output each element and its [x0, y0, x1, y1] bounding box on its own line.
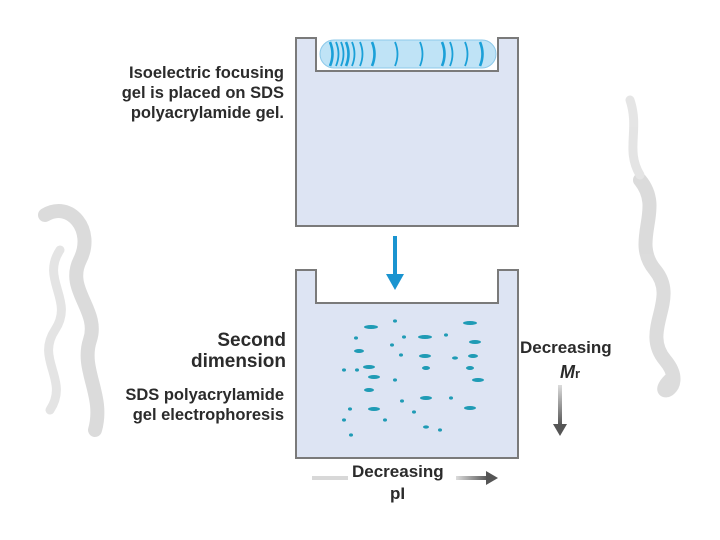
- ief-band: [370, 41, 376, 67]
- decreasing-pi-arrow: [312, 471, 498, 485]
- protein-spot: [468, 354, 478, 358]
- ief-band: [464, 41, 469, 67]
- ief-band: [344, 41, 350, 67]
- protein-spot: [364, 388, 374, 392]
- protein-spot: [444, 333, 448, 337]
- sds-gel-top-outline: [295, 37, 519, 227]
- sds-caption-line2: gel electrophoresis: [132, 405, 284, 424]
- ief-caption: Isoelectric focusing gel is placed on SD…: [80, 64, 284, 123]
- protein-spot: [393, 319, 397, 323]
- protein-spot: [419, 354, 431, 358]
- ribbon-decoration-right: [625, 95, 681, 398]
- protein-spot: [354, 349, 364, 353]
- transfer-arrow: [386, 236, 404, 290]
- protein-spot: [355, 368, 359, 372]
- protein-spot: [363, 365, 375, 369]
- protein-spot: [420, 396, 432, 400]
- protein-spot: [423, 425, 429, 429]
- second-dimension-line2: dimension: [190, 351, 286, 373]
- mr-symbol: M: [560, 362, 575, 382]
- protein-spot: [469, 340, 481, 344]
- protein-spot: [438, 428, 442, 432]
- protein-spot: [463, 321, 477, 325]
- ief-band: [351, 41, 356, 67]
- decreasing-pi-word: Decreasing: [352, 462, 444, 481]
- protein-spot: [452, 356, 458, 360]
- protein-spot: [400, 399, 404, 403]
- protein-spot: [399, 353, 403, 357]
- protein-spot: [342, 418, 346, 422]
- protein-spot: [368, 375, 380, 379]
- second-dimension-heading: Second dimension: [120, 330, 286, 373]
- protein-spot: [354, 336, 358, 340]
- ief-band: [449, 41, 454, 67]
- ief-caption-line1: Isoelectric focusing: [129, 64, 284, 82]
- protein-spot: [393, 378, 397, 382]
- protein-spots: [342, 319, 484, 437]
- ief-band: [359, 41, 364, 67]
- protein-spot: [472, 378, 484, 382]
- decreasing-mr-arrow: [553, 385, 567, 436]
- sds-caption: SDS polyacrylamide gel electrophoresis: [80, 386, 284, 426]
- protein-spot: [412, 410, 416, 414]
- sds-gel-bottom-outline: [295, 269, 519, 459]
- protein-spot: [383, 418, 387, 422]
- ribbon-decoration-left: [38, 204, 105, 437]
- sds-gel-bottom: [295, 269, 519, 459]
- protein-spot: [390, 343, 394, 347]
- sds-gel-top: [295, 37, 519, 227]
- mr-subscript: r: [575, 366, 581, 381]
- protein-spot: [349, 433, 353, 437]
- sds-caption-line1: SDS polyacrylamide: [125, 386, 284, 404]
- protein-spot: [368, 407, 380, 411]
- mr-label: Mr: [560, 362, 580, 383]
- ief-caption-line3: polyacrylamide gel.: [130, 103, 284, 122]
- protein-spot: [464, 406, 476, 410]
- second-dimension-line1: Second: [217, 330, 286, 351]
- protein-spot: [364, 325, 378, 329]
- decreasing-mr-word: Decreasing: [520, 338, 612, 357]
- ief-gel-strip: [319, 39, 497, 69]
- protein-spot: [402, 335, 406, 339]
- protein-spot: [466, 366, 474, 370]
- pi-label: pI: [390, 484, 406, 503]
- protein-spot: [342, 368, 346, 372]
- protein-spot: [348, 407, 352, 411]
- ief-caption-line2: gel is placed on SDS: [121, 83, 284, 102]
- ief-band: [340, 41, 345, 67]
- protein-spot: [422, 366, 430, 370]
- ief-band: [478, 41, 484, 67]
- ief-band: [419, 41, 424, 67]
- protein-spot: [418, 335, 432, 339]
- ief-band: [335, 41, 340, 67]
- ief-band: [394, 41, 399, 67]
- ief-band: [328, 41, 334, 67]
- ief-band: [440, 41, 446, 67]
- protein-spot: [449, 396, 453, 400]
